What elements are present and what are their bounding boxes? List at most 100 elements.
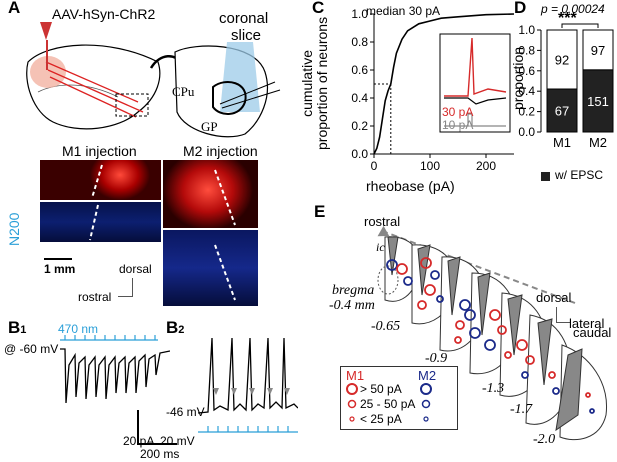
c-ytick-label: 0.6 bbox=[351, 63, 368, 77]
gp-label: GP bbox=[201, 119, 218, 134]
level-0: -0.65 bbox=[371, 319, 401, 334]
level-3: -1.7 bbox=[510, 402, 533, 417]
d-bar-with bbox=[582, 69, 614, 133]
panel-b1-letter: B1 bbox=[8, 318, 27, 337]
c-xtick-label: 200 bbox=[476, 159, 496, 173]
level-1: -0.9 bbox=[425, 351, 448, 366]
c-ytick-label: 0.2 bbox=[351, 119, 368, 133]
level-2: -1.3 bbox=[482, 381, 505, 396]
brain-sagittal-diagram bbox=[26, 22, 161, 130]
cpu-label: CPu bbox=[172, 84, 195, 99]
scale-pa: 20 pA bbox=[123, 434, 155, 448]
median-label: median 30 pA bbox=[366, 4, 441, 18]
d-value-with: 151 bbox=[587, 94, 609, 109]
m2-injection-label: M2 injection bbox=[183, 143, 258, 159]
legend-markers bbox=[346, 383, 432, 422]
c-ylabel: cumulative proportion of neurons bbox=[299, 16, 330, 150]
c-ytick-label: 0.8 bbox=[351, 35, 368, 49]
scale-bar bbox=[44, 258, 72, 260]
c-ylabel-2: proportion of neurons bbox=[314, 16, 330, 150]
d-ytick-label: 0.8 bbox=[518, 43, 535, 57]
panel-d-letter: D bbox=[514, 0, 527, 17]
scale-bar-horiz bbox=[137, 443, 177, 445]
c-inset-step bbox=[444, 113, 506, 127]
d-ytick-label: 0.6 bbox=[518, 64, 535, 78]
d-bar-without bbox=[582, 29, 614, 71]
legend-swatch bbox=[541, 172, 550, 181]
panel-b2-letter: B2 bbox=[166, 318, 185, 337]
striatum-sections bbox=[377, 225, 607, 441]
d-bar-without bbox=[546, 29, 578, 90]
lateral-label: lateral bbox=[569, 316, 605, 331]
m2-chr2-image bbox=[163, 160, 258, 228]
vm2-label: -46 mV bbox=[166, 405, 205, 419]
orient-vert-e bbox=[556, 307, 557, 323]
c-xtick-label: 100 bbox=[420, 159, 440, 173]
panel-c-letter: C bbox=[312, 0, 325, 17]
c-xtick-label: 0 bbox=[371, 159, 378, 173]
d-ytick-label: 0.0 bbox=[518, 125, 535, 139]
c-inset-10: 10 pA bbox=[442, 118, 473, 132]
d-ytick-label: 0.2 bbox=[518, 105, 535, 119]
orient-vert bbox=[132, 278, 133, 296]
e-legend-box bbox=[340, 366, 458, 430]
d-value-with: 67 bbox=[555, 104, 569, 119]
b2-trace bbox=[198, 338, 298, 433]
legend-row-1: 25 - 50 pA bbox=[360, 397, 416, 411]
d-value-without: 97 bbox=[591, 43, 605, 58]
stim-label: 470 nm bbox=[58, 322, 99, 336]
scale-bar-vert bbox=[137, 410, 139, 444]
level-4: -2.0 bbox=[533, 432, 556, 447]
rostral-label-a: rostral bbox=[78, 290, 112, 304]
panel-a-letter: A bbox=[8, 0, 21, 17]
orient-horiz bbox=[118, 296, 133, 297]
d-value-without: 92 bbox=[555, 53, 569, 68]
coronal-label: coronal bbox=[219, 10, 269, 27]
dashed-lines bbox=[89, 164, 236, 301]
bregma-label: bregma bbox=[332, 283, 375, 298]
d-category-label: M1 bbox=[553, 135, 571, 150]
d-category-label: M2 bbox=[589, 135, 607, 150]
legend-row-2: < 25 pA bbox=[360, 412, 402, 426]
c-inset-30: 30 pA bbox=[442, 105, 473, 119]
m1-n200-image bbox=[40, 202, 161, 242]
coronal-slice-diagram bbox=[174, 42, 281, 138]
dorsal-label-e: dorsal bbox=[536, 290, 572, 305]
ic-label: ic bbox=[376, 240, 385, 254]
virus-label: AAV-hSyn-ChR2 bbox=[52, 6, 156, 22]
scale-ms: 200 ms bbox=[140, 447, 180, 461]
d-legend-label: w/ EPSC bbox=[555, 168, 604, 182]
rostral-label-e: rostral bbox=[364, 214, 401, 229]
bregma-value: -0.4 mm bbox=[329, 298, 375, 313]
c-ytick-label: 1.0 bbox=[351, 8, 368, 21]
scale-mv: 20 mV bbox=[160, 434, 195, 448]
c-inset-trace-10 bbox=[444, 97, 507, 105]
vm1-label: @ -60 mV bbox=[4, 342, 59, 356]
slice-label: slice bbox=[231, 27, 262, 44]
legend-row-0: > 50 pA bbox=[360, 382, 402, 396]
pvalue-label: p = 0.00024 bbox=[541, 2, 605, 16]
n200-label: N200 bbox=[6, 212, 22, 246]
c-ytick-label: 0.0 bbox=[351, 147, 368, 161]
legend-m2: M2 bbox=[418, 368, 437, 383]
stars-label: *** bbox=[558, 10, 577, 27]
b1-trace bbox=[60, 335, 170, 404]
c-series-line bbox=[373, 13, 515, 155]
d-ytick-label: 1.0 bbox=[518, 23, 535, 37]
d-ytick-label: 0.4 bbox=[518, 84, 535, 98]
c-ytick-label: 0.4 bbox=[351, 91, 368, 105]
m1-injection-label: M1 injection bbox=[62, 143, 137, 159]
c-inset-trace-30 bbox=[444, 37, 507, 97]
m2-n200-image bbox=[163, 230, 258, 306]
c-xlabel: rheobase (pA) bbox=[366, 178, 455, 194]
d-sig-bracket bbox=[561, 23, 599, 28]
c-ylabel-1: cumulative bbox=[299, 50, 315, 117]
scale-bar-label: 1 mm bbox=[44, 262, 76, 276]
legend-m1: M1 bbox=[346, 368, 365, 383]
caudal-label: caudal bbox=[573, 325, 612, 340]
dorsal-label-a: dorsal bbox=[119, 262, 152, 276]
orient-horiz-e bbox=[556, 322, 570, 323]
d-bar-with bbox=[546, 88, 578, 133]
